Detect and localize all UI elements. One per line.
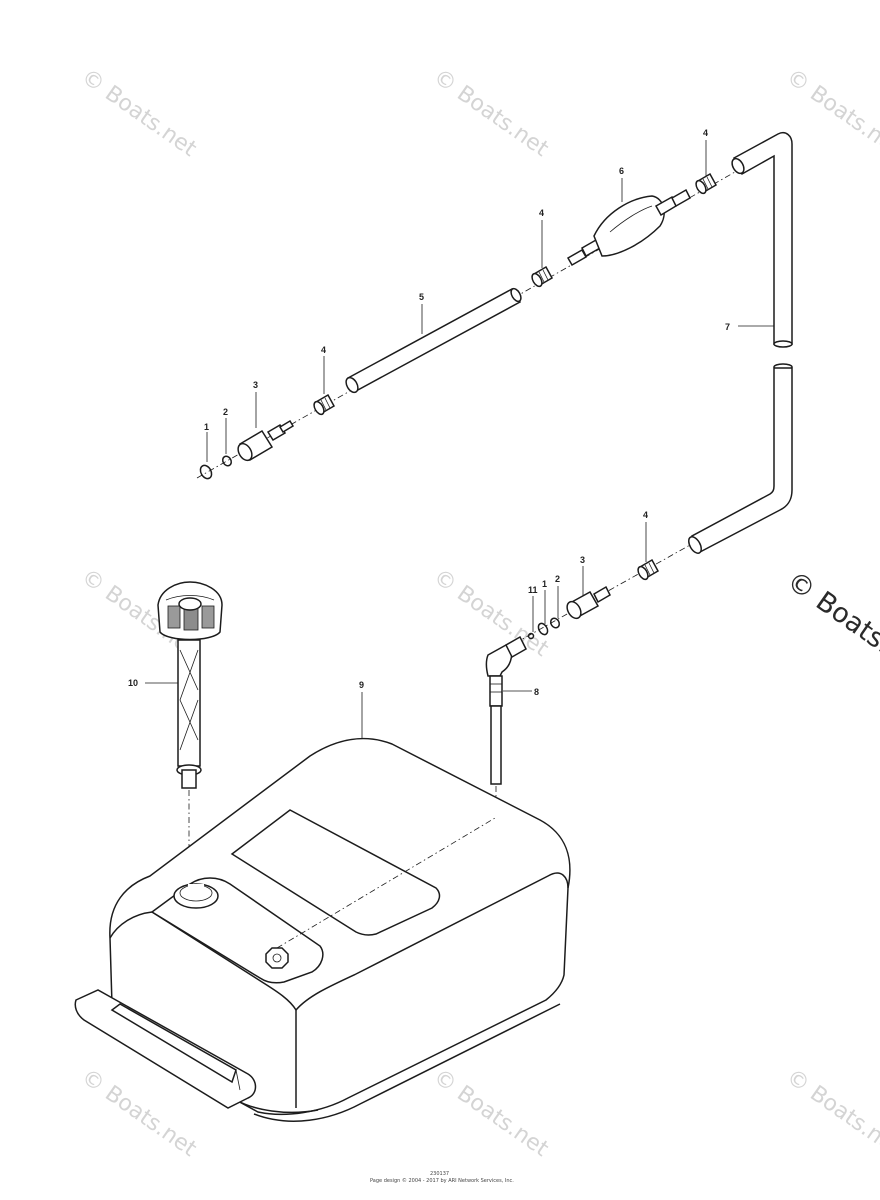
callout-8: 8 [534, 687, 539, 697]
hose-clamp-part [695, 172, 718, 195]
fuel-gauge-part [157, 581, 223, 880]
callout-3: 3 [580, 555, 585, 565]
hose-clamp-part [531, 265, 554, 288]
callout-1: 1 [542, 579, 547, 589]
callout-3: 3 [253, 380, 258, 390]
callout-4: 4 [703, 128, 708, 138]
hose-clamp-part [313, 393, 336, 416]
callout-2: 2 [223, 407, 228, 417]
connector-part [566, 585, 611, 620]
footer-copyright: Page design © 2004 - 2017 by ARI Network… [370, 1177, 514, 1184]
callout-4: 4 [539, 208, 544, 218]
connector-part [237, 419, 295, 462]
footer-code: 230137 [430, 1171, 449, 1177]
o-ring-part [537, 622, 549, 636]
callout-10: 10 [128, 678, 138, 688]
watermark: © Boats.net [77, 64, 202, 162]
primer-bulb-part [566, 188, 691, 267]
callout-9: 9 [359, 680, 364, 690]
washer-part [221, 455, 233, 467]
small-seal-part [527, 632, 535, 640]
watermark: © Boats.net [782, 64, 880, 162]
bent-hose-part [731, 132, 793, 348]
callout-1: 1 [204, 422, 209, 432]
callout-5: 5 [419, 292, 424, 302]
o-ring-part [199, 464, 213, 480]
callout-4: 4 [321, 345, 326, 355]
fuel-hose-part [345, 287, 522, 394]
footer: 230137 Page design © 2004 - 2017 by ARI … [370, 1171, 514, 1184]
hose-clamp-part [637, 558, 660, 581]
upper-hose-assembly [196, 132, 793, 480]
callout-labels: 1 2 3 4 5 4 6 4 7 4 3 2 1 11 8 9 10 [128, 128, 730, 697]
watermark: © Boats.net [429, 564, 554, 662]
callout-7: 7 [725, 322, 730, 332]
lower-hose-assembly [485, 363, 793, 810]
bent-hose-part [688, 363, 793, 554]
washer-part [549, 617, 561, 629]
callout-6: 6 [619, 166, 624, 176]
watermark-large: © Boats.net [781, 565, 880, 685]
leader-lines [145, 140, 774, 738]
callout-4: 4 [643, 510, 648, 520]
callout-2: 2 [555, 574, 560, 584]
callout-11: 11 [528, 585, 538, 595]
watermark: © Boats.net [429, 64, 554, 162]
watermark: © Boats.net [429, 1064, 554, 1162]
watermark: © Boats.net [782, 1064, 880, 1162]
fuel-tank-part [74, 737, 571, 1122]
pickup-tube-part [485, 635, 527, 810]
